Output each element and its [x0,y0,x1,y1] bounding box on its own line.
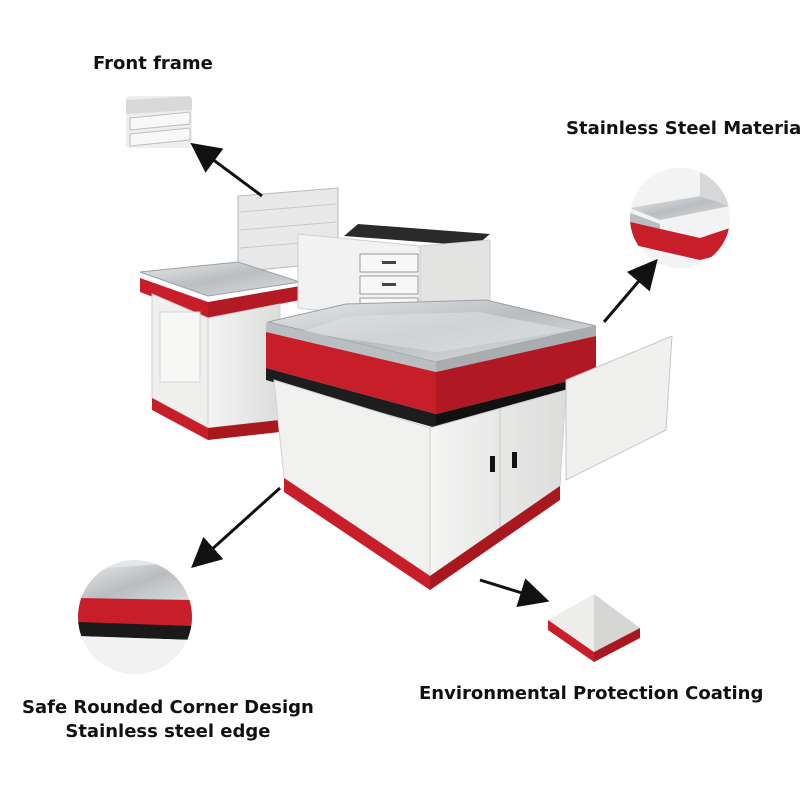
front-frame-inset [126,96,192,148]
callout-arrows [190,142,658,607]
coating-inset [544,578,644,678]
main-counter [266,299,673,590]
arrow-stainless [602,258,658,323]
label-steel-edge: Stainless steel edge [65,721,271,743]
label-safe-corner-group: Safe Rounded Corner Design Stainless ste… [22,696,314,745]
label-safe-corner: Safe Rounded Corner Design [22,697,314,718]
arrow-front-frame [190,142,263,198]
back-counter [139,187,339,440]
rounded-corner-inset [78,560,192,674]
label-stainless-material: Stainless Steel Material [566,118,800,139]
label-coating: Environmental Protection Coating [419,683,764,704]
stainless-steel-inset [630,168,730,268]
arrow-coating [479,578,550,607]
arrow-rounded-corner [191,486,282,569]
label-front-frame: Front frame [93,53,213,74]
